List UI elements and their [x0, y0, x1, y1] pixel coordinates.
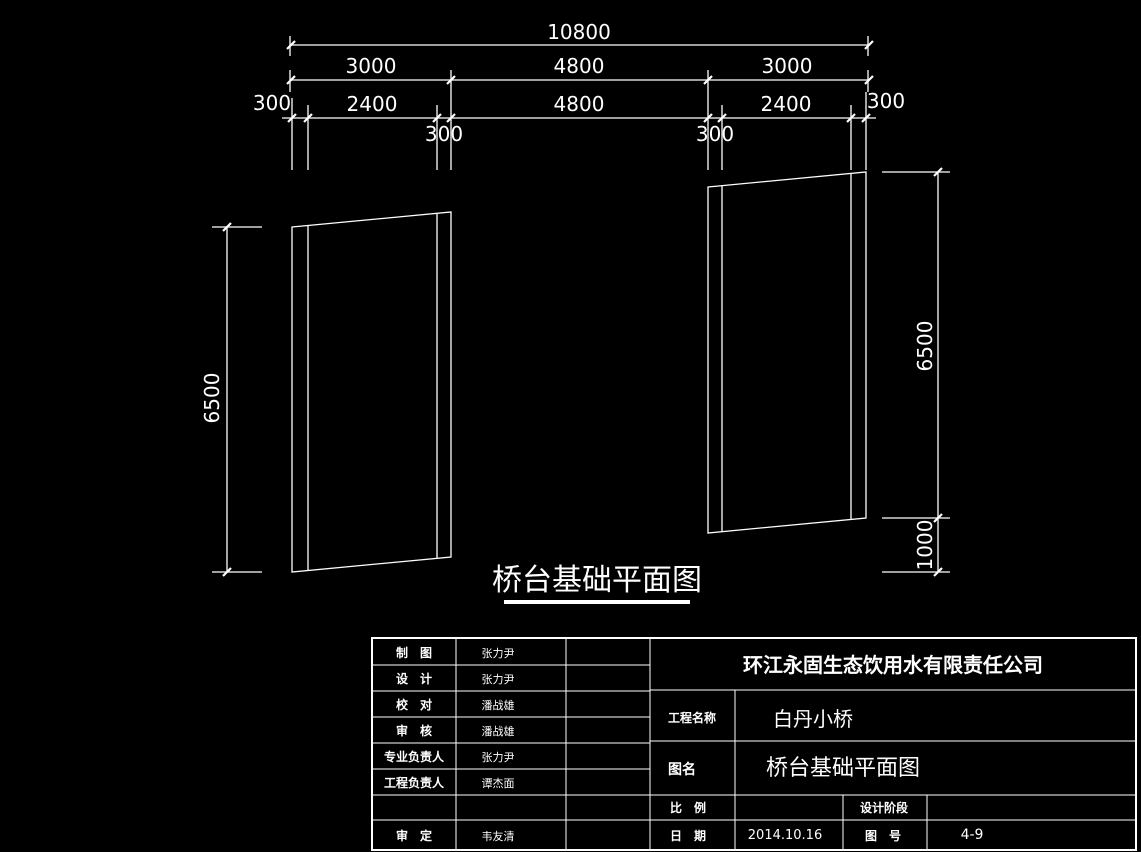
dim-left-gap-text: 300 — [425, 122, 463, 146]
linework — [212, 36, 950, 577]
dim-left-inner-text: 2400 — [347, 92, 398, 116]
drawing-title-underline — [504, 600, 690, 604]
left-abutment-footing — [291, 211, 452, 573]
project-name-value: 白丹小桥 — [773, 707, 853, 731]
dim-right-span-text: 3000 — [762, 54, 813, 78]
role-person-name: 张力尹 — [482, 647, 515, 660]
role-person-name: 谭杰面 — [482, 777, 515, 790]
role-label: 工程负责人 — [384, 775, 445, 790]
title-block — [371, 637, 1137, 851]
drawing-name-label: 图名 — [668, 761, 696, 778]
role-person-name: 韦友清 — [482, 829, 515, 843]
drawing-name-value: 桥台基础平面图 — [766, 756, 920, 781]
date-label: 日 期 — [670, 828, 706, 843]
project-name-label: 工程名称 — [668, 710, 716, 725]
dim-right-gap-text: 300 — [696, 122, 734, 146]
dim-middle-inner-text: 4800 — [554, 92, 605, 116]
date-value: 2014.10.16 — [748, 828, 822, 843]
dim-right-height-text: 6500 — [913, 321, 937, 372]
roles-table: 制 图张力尹设 计张力尹校 对潘战雄审 核潘战雄专业负责人张力尹工程负责人谭杰面… — [384, 645, 515, 843]
dim-overall-text: 10800 — [547, 20, 611, 44]
dim-middle-span-text: 4800 — [554, 54, 605, 78]
drawing-number-value: 4-9 — [961, 827, 984, 843]
role-person-name: 潘战雄 — [482, 698, 515, 712]
dim-left-span-text: 3000 — [346, 54, 397, 78]
scale-label: 比 例 — [670, 800, 706, 815]
role-person-name: 潘战雄 — [482, 724, 515, 738]
role-person-name: 张力尹 — [482, 751, 515, 764]
dim-left-height-text: 6500 — [200, 373, 224, 424]
role-label: 校 对 — [396, 697, 432, 712]
dim-right-inner-text: 2400 — [761, 92, 812, 116]
role-label: 制 图 — [396, 645, 432, 660]
dim-left-edge-text: 300 — [253, 91, 291, 115]
role-label: 审 核 — [396, 723, 432, 738]
role-label: 设 计 — [396, 671, 432, 686]
role-label: 专业负责人 — [384, 749, 445, 764]
dim-right-offset-text: 1000 — [913, 520, 937, 571]
role-person-name: 张力尹 — [482, 673, 515, 686]
company-name: 环江永固生态饮用水有限责任公司 — [743, 653, 1043, 677]
dim-right-edge-text: 300 — [867, 89, 905, 113]
design-stage-label: 设计阶段 — [860, 800, 909, 815]
right-abutment-footing — [707, 171, 867, 534]
role-label: 审 定 — [396, 828, 432, 843]
drawing-title: 桥台基础平面图 — [492, 563, 702, 598]
drawing-number-label: 图 号 — [865, 828, 901, 843]
